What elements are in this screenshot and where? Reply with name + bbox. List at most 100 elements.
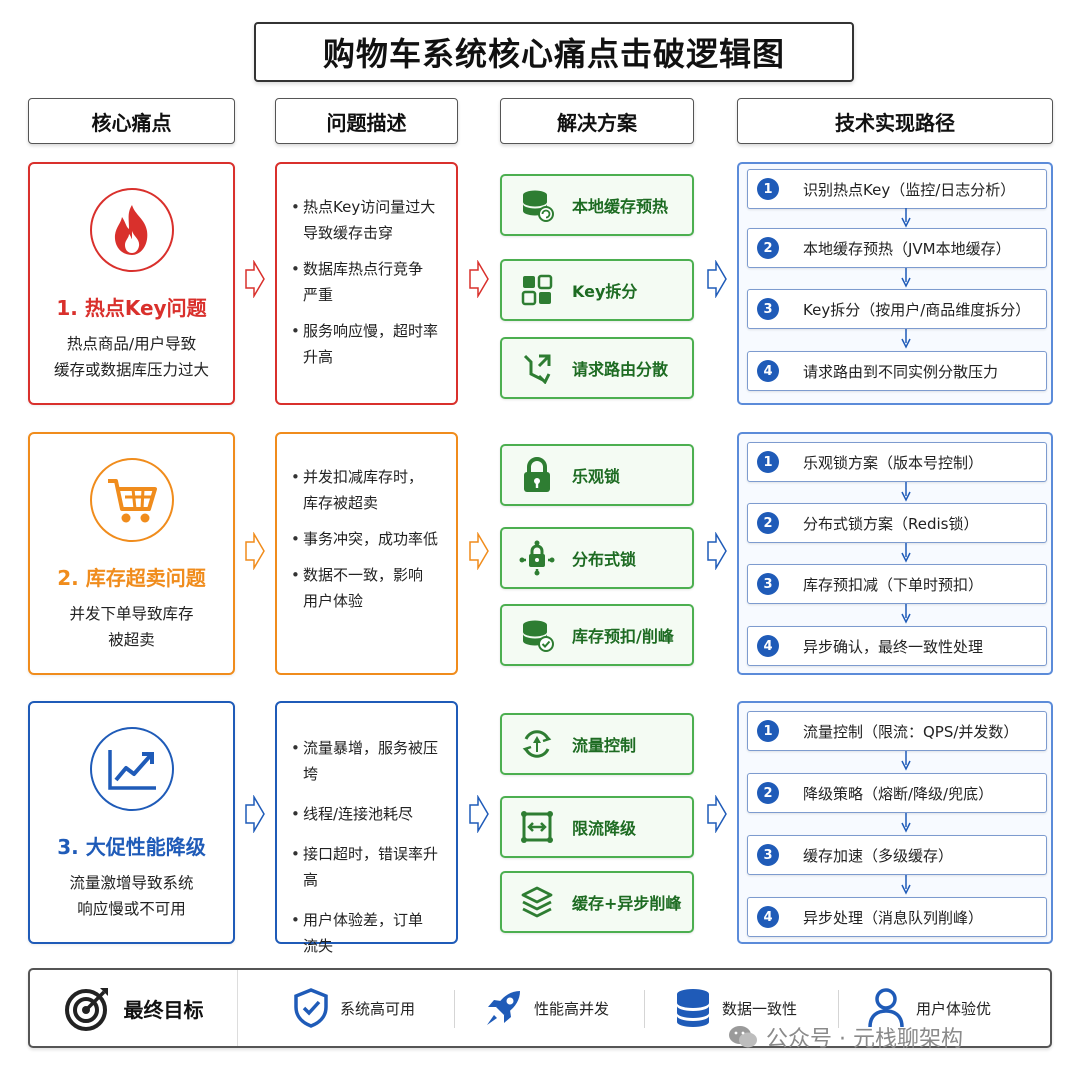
flow-arrow-icon — [469, 532, 489, 570]
step-number: 3 — [757, 844, 779, 866]
desc-line: 线程/连接池耗尽 — [303, 805, 414, 823]
solution-label: Key拆分 — [572, 282, 638, 301]
desc-line: 用户体验差，订单 — [303, 911, 424, 929]
cart-icon — [89, 458, 174, 542]
goal-title: 最终目标 — [123, 997, 204, 1022]
step-text: 降级策略（熔断/降级/兜底） — [803, 784, 994, 803]
goal-item-label: 性能高并发 — [534, 999, 610, 1018]
description-card: 并发扣减库存时， 库存被超卖 事务冲突，成功率低 数据不一致，影响 用户体验 — [275, 432, 458, 675]
pain-description: 流量激增导致系统 响应慢或不可用 — [59, 870, 203, 922]
step-item: 4 异步确认，最终一致性处理 — [747, 626, 1047, 666]
step-number: 2 — [757, 782, 779, 804]
pain-desc-line: 热点商品/用户导致 — [66, 335, 197, 353]
step-number: 2 — [757, 237, 779, 259]
chart-up-icon — [89, 727, 174, 811]
solution-label: 分布式锁 — [572, 550, 637, 569]
pain-desc-line: 缓存或数据库压力过大 — [53, 361, 209, 379]
grid-split-icon — [502, 274, 572, 306]
step-text: 识别热点Key（监控/日志分析） — [803, 180, 1016, 199]
desc-line: 流失 — [303, 937, 334, 955]
flow-arrow-icon — [707, 260, 727, 298]
step-number: 1 — [757, 720, 779, 742]
row-promo-degradation: 3. 大促性能降级 流量激增导致系统 响应慢或不可用 流量暴增，服务被压垮 线程… — [0, 701, 1080, 955]
header-pain: 核心痛点 — [28, 98, 235, 144]
step-text: 分布式锁方案（Redis锁） — [803, 514, 979, 533]
down-arrow-icon — [901, 543, 911, 563]
description-item: 流量暴增，服务被压垮 — [291, 735, 446, 787]
desc-line: 接口超时，错误率升高 — [303, 845, 439, 889]
step-item: 4 请求路由到不同实例分散压力 — [747, 351, 1047, 391]
pain-card: 2. 库存超卖问题 并发下单导致库存 被超卖 — [28, 432, 235, 675]
goal-item-label: 数据一致性 — [722, 999, 798, 1018]
step-item: 1 流量控制（限流：QPS/并发数） — [747, 711, 1047, 751]
solution-item: 分布式锁 — [500, 527, 694, 589]
wechat-icon — [729, 1026, 757, 1048]
step-number: 3 — [757, 573, 779, 595]
watermark: 公众号 · 元栈聊架构 — [728, 1020, 963, 1054]
step-item: 4 异步处理（消息队列削峰） — [747, 897, 1047, 937]
down-arrow-icon — [901, 813, 911, 833]
description-item: 并发扣减库存时， 库存被超卖 — [291, 464, 446, 516]
rocket-icon — [487, 991, 520, 1025]
flow-arrow-icon — [245, 795, 265, 833]
solution-item: 缓存+异步削峰 — [500, 871, 694, 933]
solution-label: 缓存+异步削峰 — [572, 894, 682, 913]
row-oversell: 2. 库存超卖问题 并发下单导致库存 被超卖 并发扣减库存时， 库存被超卖 事务… — [0, 432, 1080, 677]
goal-item: 数据一致性 — [674, 970, 797, 1046]
goal-item: 系统高可用 — [292, 970, 415, 1046]
pain-desc-line: 并发下单导致库存 — [69, 605, 194, 623]
divider — [838, 990, 839, 1028]
header-solution: 解决方案 — [500, 98, 694, 144]
step-item: 1 识别热点Key（监控/日志分析） — [747, 169, 1047, 209]
desc-line: 升高 — [303, 348, 334, 366]
goal-item-label: 系统高可用 — [340, 999, 416, 1018]
description-card: 热点Key访问量过大 导致缓存击穿 数据库热点行竞争 严重 服务响应慢，超时率 … — [275, 162, 458, 405]
step-number: 4 — [757, 360, 779, 382]
step-number: 4 — [757, 906, 779, 928]
down-arrow-icon — [901, 751, 911, 771]
desc-line: 事务冲突，成功率低 — [303, 530, 439, 548]
pain-title: 3. 大促性能降级 — [57, 835, 206, 859]
step-text: 乐观锁方案（版本号控制） — [803, 453, 984, 472]
solution-label: 限流降级 — [572, 819, 637, 838]
desc-line: 库存被超卖 — [303, 494, 379, 512]
description-card: 流量暴增，服务被压垮 线程/连接池耗尽 接口超时，错误率升高 用户体验差，订单 … — [275, 701, 458, 955]
target-icon — [64, 988, 108, 1031]
step-number: 1 — [757, 178, 779, 200]
down-arrow-icon — [901, 604, 911, 624]
desc-line: 流量暴增，服务被压垮 — [303, 739, 439, 783]
user-icon — [868, 988, 904, 1028]
description-item: 数据不一致，影响 用户体验 — [291, 562, 446, 614]
down-arrow-icon — [901, 875, 911, 895]
step-text: 异步处理（消息队列削峰） — [803, 908, 984, 927]
flow-arrow-icon — [707, 795, 727, 833]
pain-desc-line: 流量激增导致系统 — [69, 874, 194, 892]
solution-label: 流量控制 — [572, 736, 637, 755]
pain-desc-line: 被超卖 — [108, 631, 155, 649]
divider — [644, 990, 645, 1028]
flow-arrow-icon — [245, 532, 265, 570]
solution-item: 流量控制 — [500, 713, 694, 775]
flow-arrow-icon — [707, 532, 727, 570]
step-text: 库存预扣减（下单时预扣） — [803, 575, 984, 594]
solution-label: 乐观锁 — [572, 467, 621, 486]
pain-card: 3. 大促性能降级 流量激增导致系统 响应慢或不可用 — [28, 701, 235, 944]
step-item: 1 乐观锁方案（版本号控制） — [747, 442, 1047, 482]
goal-item: 性能高并发 — [482, 970, 609, 1046]
solution-item: Key拆分 — [500, 259, 694, 321]
description-item: 服务响应慢，超时率 升高 — [291, 318, 446, 370]
solution-item: 限流降级 — [500, 796, 694, 858]
layers-icon — [502, 885, 572, 919]
step-item: 2 分布式锁方案（Redis锁） — [747, 503, 1047, 543]
route-split-icon — [502, 352, 572, 384]
solution-label: 本地缓存预热 — [572, 197, 669, 216]
desc-line: 服务响应慢，超时率 — [303, 322, 439, 340]
solution-label: 库存预扣/削峰 — [572, 627, 674, 646]
step-text: 异步确认，最终一致性处理 — [803, 637, 984, 656]
step-item: 2 降级策略（熔断/降级/兜底） — [747, 773, 1047, 813]
description-item: 热点Key访问量过大 导致缓存击穿 — [291, 194, 446, 246]
step-text: Key拆分（按用户/商品维度拆分） — [803, 300, 1031, 319]
implementation-panel: 1 乐观锁方案（版本号控制） 2 分布式锁方案（Redis锁） 3 库存预扣减（… — [737, 432, 1053, 675]
desc-line: 用户体验 — [303, 592, 364, 610]
pain-title: 2. 库存超卖问题 — [57, 566, 206, 590]
